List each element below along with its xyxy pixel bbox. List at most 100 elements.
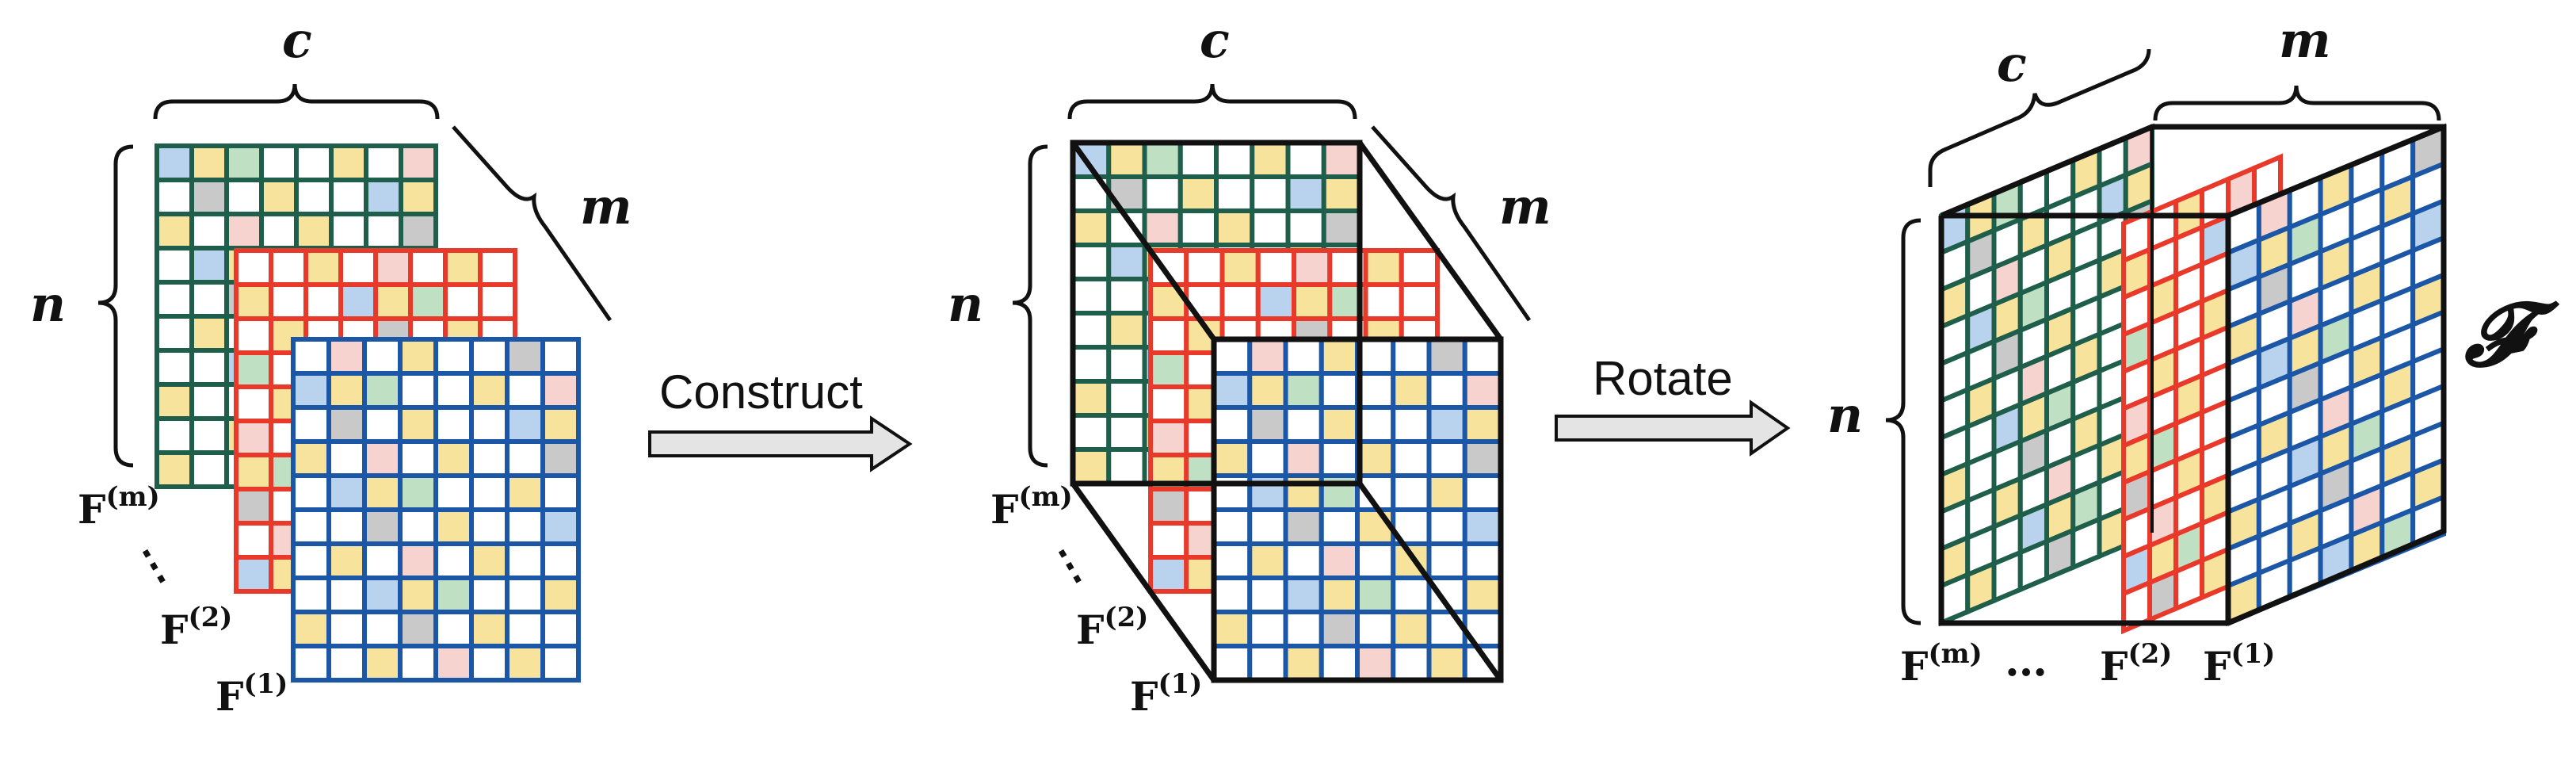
grid-cell <box>234 248 273 287</box>
grid-cell <box>1319 439 1360 478</box>
grid-cell <box>1399 248 1440 287</box>
grid-cell <box>291 439 331 478</box>
grid-cell <box>362 644 403 683</box>
grid-cell <box>291 507 331 546</box>
grid-cell <box>1319 576 1360 614</box>
grid-cell <box>1212 507 1253 546</box>
grid-cell <box>326 473 367 512</box>
grid-cell <box>303 248 343 287</box>
grid-cell <box>362 473 403 512</box>
brace-c-3 <box>1928 48 2151 187</box>
grid-cell <box>1283 405 1324 444</box>
grid-cell <box>469 337 509 376</box>
grid-cell <box>505 337 545 376</box>
grid-cell <box>1319 473 1360 512</box>
grid-cell <box>303 282 343 321</box>
grid-cell <box>329 143 368 182</box>
grid-cell <box>1462 541 1503 580</box>
grid-cell <box>1319 610 1360 648</box>
grid-cell <box>1214 140 1255 179</box>
grid-cell <box>1965 560 1997 616</box>
grid-cell <box>469 371 509 410</box>
grid-cell <box>1292 248 1333 287</box>
label-F-m-3: F(m) <box>1900 638 1983 690</box>
grid-cell <box>1212 405 1253 444</box>
slice-F-1 <box>2226 123 2447 627</box>
grid-cell <box>540 473 581 512</box>
grid-cell <box>505 439 545 478</box>
grid-cell <box>1106 311 1147 350</box>
grid-cell <box>2017 537 2049 594</box>
grid-cell <box>433 405 474 444</box>
grid-cell <box>505 473 545 512</box>
grid-cell <box>1391 644 1432 683</box>
grid-cell <box>1462 439 1503 478</box>
grid-cell <box>234 453 273 491</box>
grid-cell <box>234 384 273 423</box>
grid-cell <box>433 337 474 376</box>
grid-cell <box>1250 174 1291 213</box>
grid-cell <box>362 610 403 648</box>
grid-cell <box>1247 473 1288 512</box>
grid-cell <box>2044 526 2076 583</box>
grid-cell <box>155 178 194 216</box>
grid-cell <box>408 282 448 321</box>
grid-cell <box>234 487 273 526</box>
grid-cell <box>1106 379 1147 418</box>
grid-cell <box>540 576 581 614</box>
grid-cell <box>1070 379 1112 418</box>
grid-cell <box>433 439 474 478</box>
grid-cell <box>326 541 367 580</box>
grid-cell <box>433 507 474 546</box>
grid-cell <box>1070 311 1112 350</box>
grid-cell <box>224 212 264 250</box>
grid-cell <box>1283 576 1324 614</box>
grid-cell <box>1184 282 1225 321</box>
rotate-arrow: Rotate <box>1555 352 1791 457</box>
brace-c-2 <box>1067 83 1357 120</box>
grid-cell <box>1355 371 1396 410</box>
grid-cell <box>155 280 194 319</box>
grid-cell <box>1426 541 1467 580</box>
grid-cell <box>478 282 517 321</box>
grid-cell <box>505 507 545 546</box>
grid-cell <box>540 439 581 478</box>
grid-cell <box>1462 507 1503 546</box>
grid-cell <box>1255 248 1296 287</box>
grid-cell <box>1283 371 1324 410</box>
grid-cell <box>540 371 581 410</box>
grid-cell <box>362 337 403 376</box>
grid-cell <box>1283 610 1324 648</box>
grid-cell <box>1106 413 1147 452</box>
grid-cell <box>1148 419 1189 457</box>
grid-cell <box>294 143 334 182</box>
grid-cell <box>540 405 581 444</box>
grid-cell <box>326 439 367 478</box>
grid-cell <box>326 576 367 614</box>
grid-cell <box>1391 576 1432 614</box>
grid-cell <box>326 371 367 410</box>
grid-cell <box>399 143 438 182</box>
grid-cell <box>1212 541 1253 580</box>
grid-cell <box>433 541 474 580</box>
grid-cell <box>1106 345 1147 384</box>
grid-cell <box>1283 507 1324 546</box>
grid-cell <box>326 507 367 546</box>
grid-cell <box>364 178 403 216</box>
grid-cell <box>469 541 509 580</box>
label-c: c <box>282 11 312 69</box>
grid-cell <box>1214 208 1255 247</box>
grid-cell <box>469 576 509 614</box>
grid-cell <box>1285 208 1326 247</box>
grid-cell <box>1212 473 1253 512</box>
box-matrix-F-1 <box>1212 337 1503 683</box>
grid-cell <box>2070 515 2102 572</box>
label-m-3: m <box>2279 11 2331 69</box>
grid-cell <box>291 541 331 580</box>
grid-cell <box>364 143 403 182</box>
grid-cell <box>1142 140 1183 179</box>
label-m: m <box>580 178 632 235</box>
grid-cell <box>478 248 517 287</box>
grid-cell <box>326 610 367 648</box>
